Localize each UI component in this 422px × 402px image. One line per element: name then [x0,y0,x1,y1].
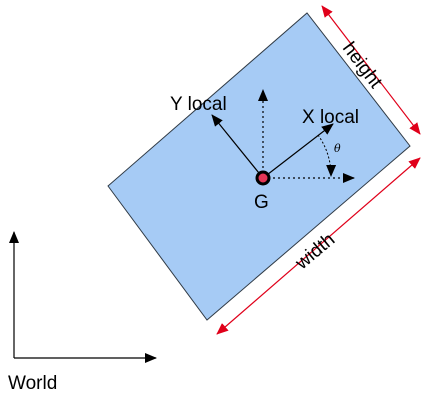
height-dimension-arrow [321,5,421,135]
width-dimension-arrow [216,157,421,335]
theta-label: θ [334,142,341,155]
x-local-axis [262,123,334,179]
theta-angle-arc [317,134,337,177]
center-label: G [254,192,269,213]
center-point-g [255,170,271,186]
y-local-axis [211,114,264,179]
world-label: World [8,373,57,394]
y-local-label: Y local [170,94,227,115]
x-local-label: X local [302,107,359,128]
